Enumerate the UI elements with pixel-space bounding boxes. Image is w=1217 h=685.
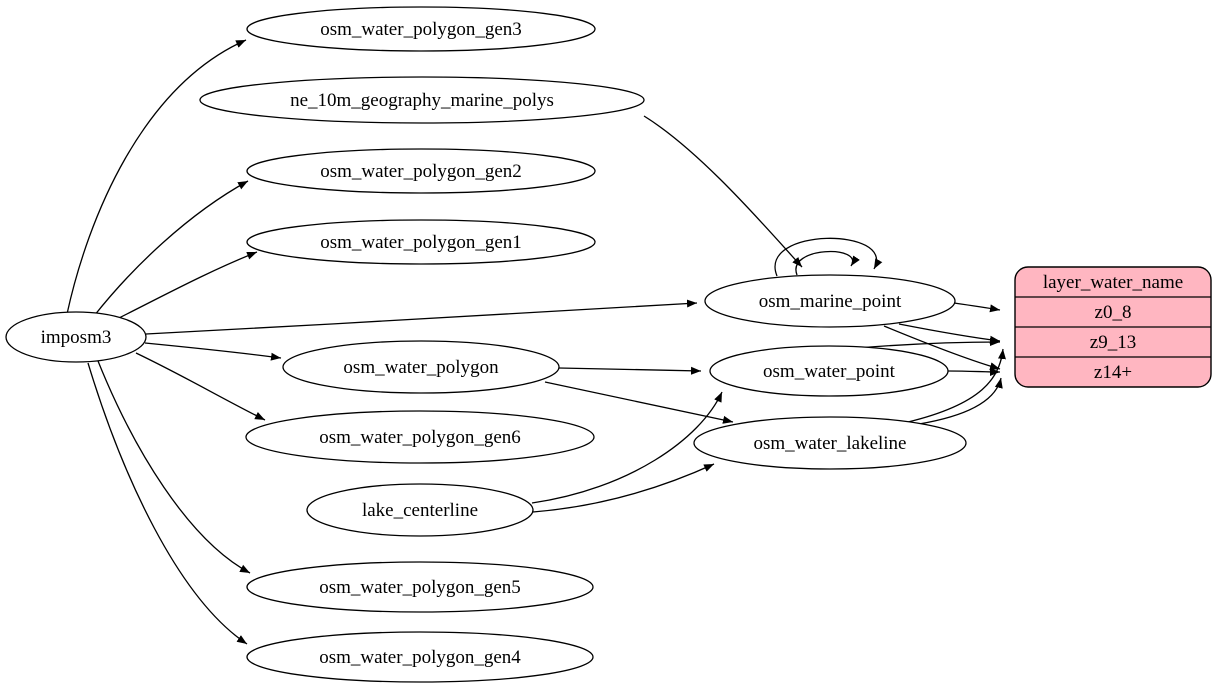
- node-layer_water_name: layer_water_name z0_8 z9_13 z14+: [1014, 266, 1212, 388]
- node-osm_water_polygon_gen1-label: osm_water_polygon_gen1: [320, 232, 522, 253]
- edge-osm_water_point-to-z9_13: [856, 338, 1001, 349]
- node-osm_water_polygon-label: osm_water_polygon: [343, 357, 499, 378]
- edge-imposm3-to-osm_water_polygon: [144, 342, 282, 361]
- edge-osm_water_point-to-z14: [947, 367, 1001, 376]
- node-osm_marine_point: osm_marine_point: [704, 274, 956, 328]
- edge-ne_10m_geography_marine_polys-to-osm_marine_point: [643, 115, 803, 268]
- node-osm_water_point-label: osm_water_point: [763, 361, 896, 382]
- node-osm_water_polygon_gen3-label: osm_water_polygon_gen3: [320, 19, 522, 40]
- node-osm_water_polygon_gen4: osm_water_polygon_gen4: [246, 631, 594, 683]
- node-ne_10m_geography_marine_polys-shape: [199, 76, 645, 124]
- edge-imposm3-to-osm_water_polygon_gen4: [87, 362, 248, 645]
- node-ne_10m_geography_marine_polys: ne_10m_geography_marine_polys: [199, 76, 645, 124]
- edge-osm_water_polygon-to-osm_water_lakeline: [544, 381, 734, 424]
- edge-osm_marine_point-to-z14: [883, 325, 1001, 371]
- node-osm_water_polygon_gen3: osm_water_polygon_gen3: [246, 6, 596, 52]
- edge-lake_centerline-to-osm_water_lakeline: [532, 463, 715, 513]
- node-osm_water_polygon_gen2-shape: [246, 148, 596, 194]
- node-ne_10m_geography_marine_polys-label: ne_10m_geography_marine_polys: [290, 90, 554, 111]
- node-osm_marine_point-label: osm_marine_point: [759, 291, 902, 312]
- edge-imposm3-to-osm_marine_point: [145, 299, 698, 335]
- node-lake_centerline-label: lake_centerline: [362, 500, 478, 521]
- node-osm_water_polygon_gen6: osm_water_polygon_gen6: [245, 410, 595, 464]
- node-osm_water_lakeline: osm_water_lakeline: [693, 416, 967, 470]
- node-osm_water_polygon_gen1: osm_water_polygon_gen1: [246, 219, 596, 265]
- node-imposm3-shape: [5, 311, 147, 363]
- record-row-z14: z14+: [1094, 362, 1132, 383]
- edge-imposm3-to-osm_water_polygon_gen3: [66, 39, 247, 315]
- node-osm_water_polygon_gen5: osm_water_polygon_gen5: [246, 561, 594, 613]
- node-osm_water_polygon_gen6-shape: [245, 410, 595, 464]
- node-osm_water_point-shape: [709, 345, 949, 397]
- record-row-z9_13: z9_13: [1090, 332, 1136, 353]
- node-osm_water_polygon_gen2-label: osm_water_polygon_gen2: [320, 161, 522, 182]
- node-osm_water_lakeline-shape: [693, 416, 967, 470]
- edge-imposm3-to-osm_water_polygon_gen6: [135, 352, 266, 421]
- node-osm_water_lakeline-label: osm_water_lakeline: [753, 433, 906, 454]
- node-osm_water_polygon_gen4-label: osm_water_polygon_gen4: [319, 647, 521, 668]
- node-osm_water_polygon_gen5-label: osm_water_polygon_gen5: [319, 577, 521, 598]
- node-osm_water_polygon_gen3-shape: [246, 6, 596, 52]
- node-osm_water_polygon_gen5-shape: [246, 561, 594, 613]
- edge-osm_water_lakeline-to-z14: [918, 377, 1003, 425]
- edge-osm_water_lakeline-to-z9_13: [907, 348, 1006, 423]
- edge-imposm3-to-osm_water_polygon_gen2: [93, 180, 249, 317]
- edge-osm_water_polygon-to-osm_water_point: [558, 366, 702, 375]
- edge-layer: [66, 39, 1006, 645]
- node-osm_water_polygon_gen2: osm_water_polygon_gen2: [246, 148, 596, 194]
- edge-imposm3-to-osm_water_polygon_gen1: [110, 251, 258, 323]
- node-imposm3-label: imposm3: [41, 327, 112, 348]
- node-lake_centerline-shape: [306, 483, 534, 537]
- edge-osm_marine_point-to-z9_13: [898, 323, 1001, 344]
- node-osm_water_polygon-shape: [282, 340, 560, 394]
- node-osm_water_polygon_gen1-shape: [246, 219, 596, 265]
- node-osm_water_polygon_gen4-shape: [246, 631, 594, 683]
- edge-imposm3-to-osm_water_polygon_gen5: [97, 360, 251, 574]
- record-row-z0_8: z0_8: [1095, 302, 1132, 323]
- edge-osm_marine_point-to-z0_8: [953, 302, 1001, 313]
- node-osm_water_polygon_gen6-label: osm_water_polygon_gen6: [319, 427, 521, 448]
- edge-lake_centerline-to-osm_water_point: [531, 391, 723, 504]
- edge-osm_marine_point-self-loop-inner: [795, 250, 860, 276]
- edge-osm_marine_point-self-loop-outer: [774, 237, 883, 277]
- node-imposm3: imposm3: [5, 311, 147, 363]
- node-osm_marine_point-shape: [704, 274, 956, 328]
- node-osm_water_point: osm_water_point: [709, 345, 949, 397]
- node-lake_centerline: lake_centerline: [306, 483, 534, 537]
- record-title: layer_water_name: [1043, 272, 1183, 293]
- node-osm_water_polygon: osm_water_polygon: [282, 340, 560, 394]
